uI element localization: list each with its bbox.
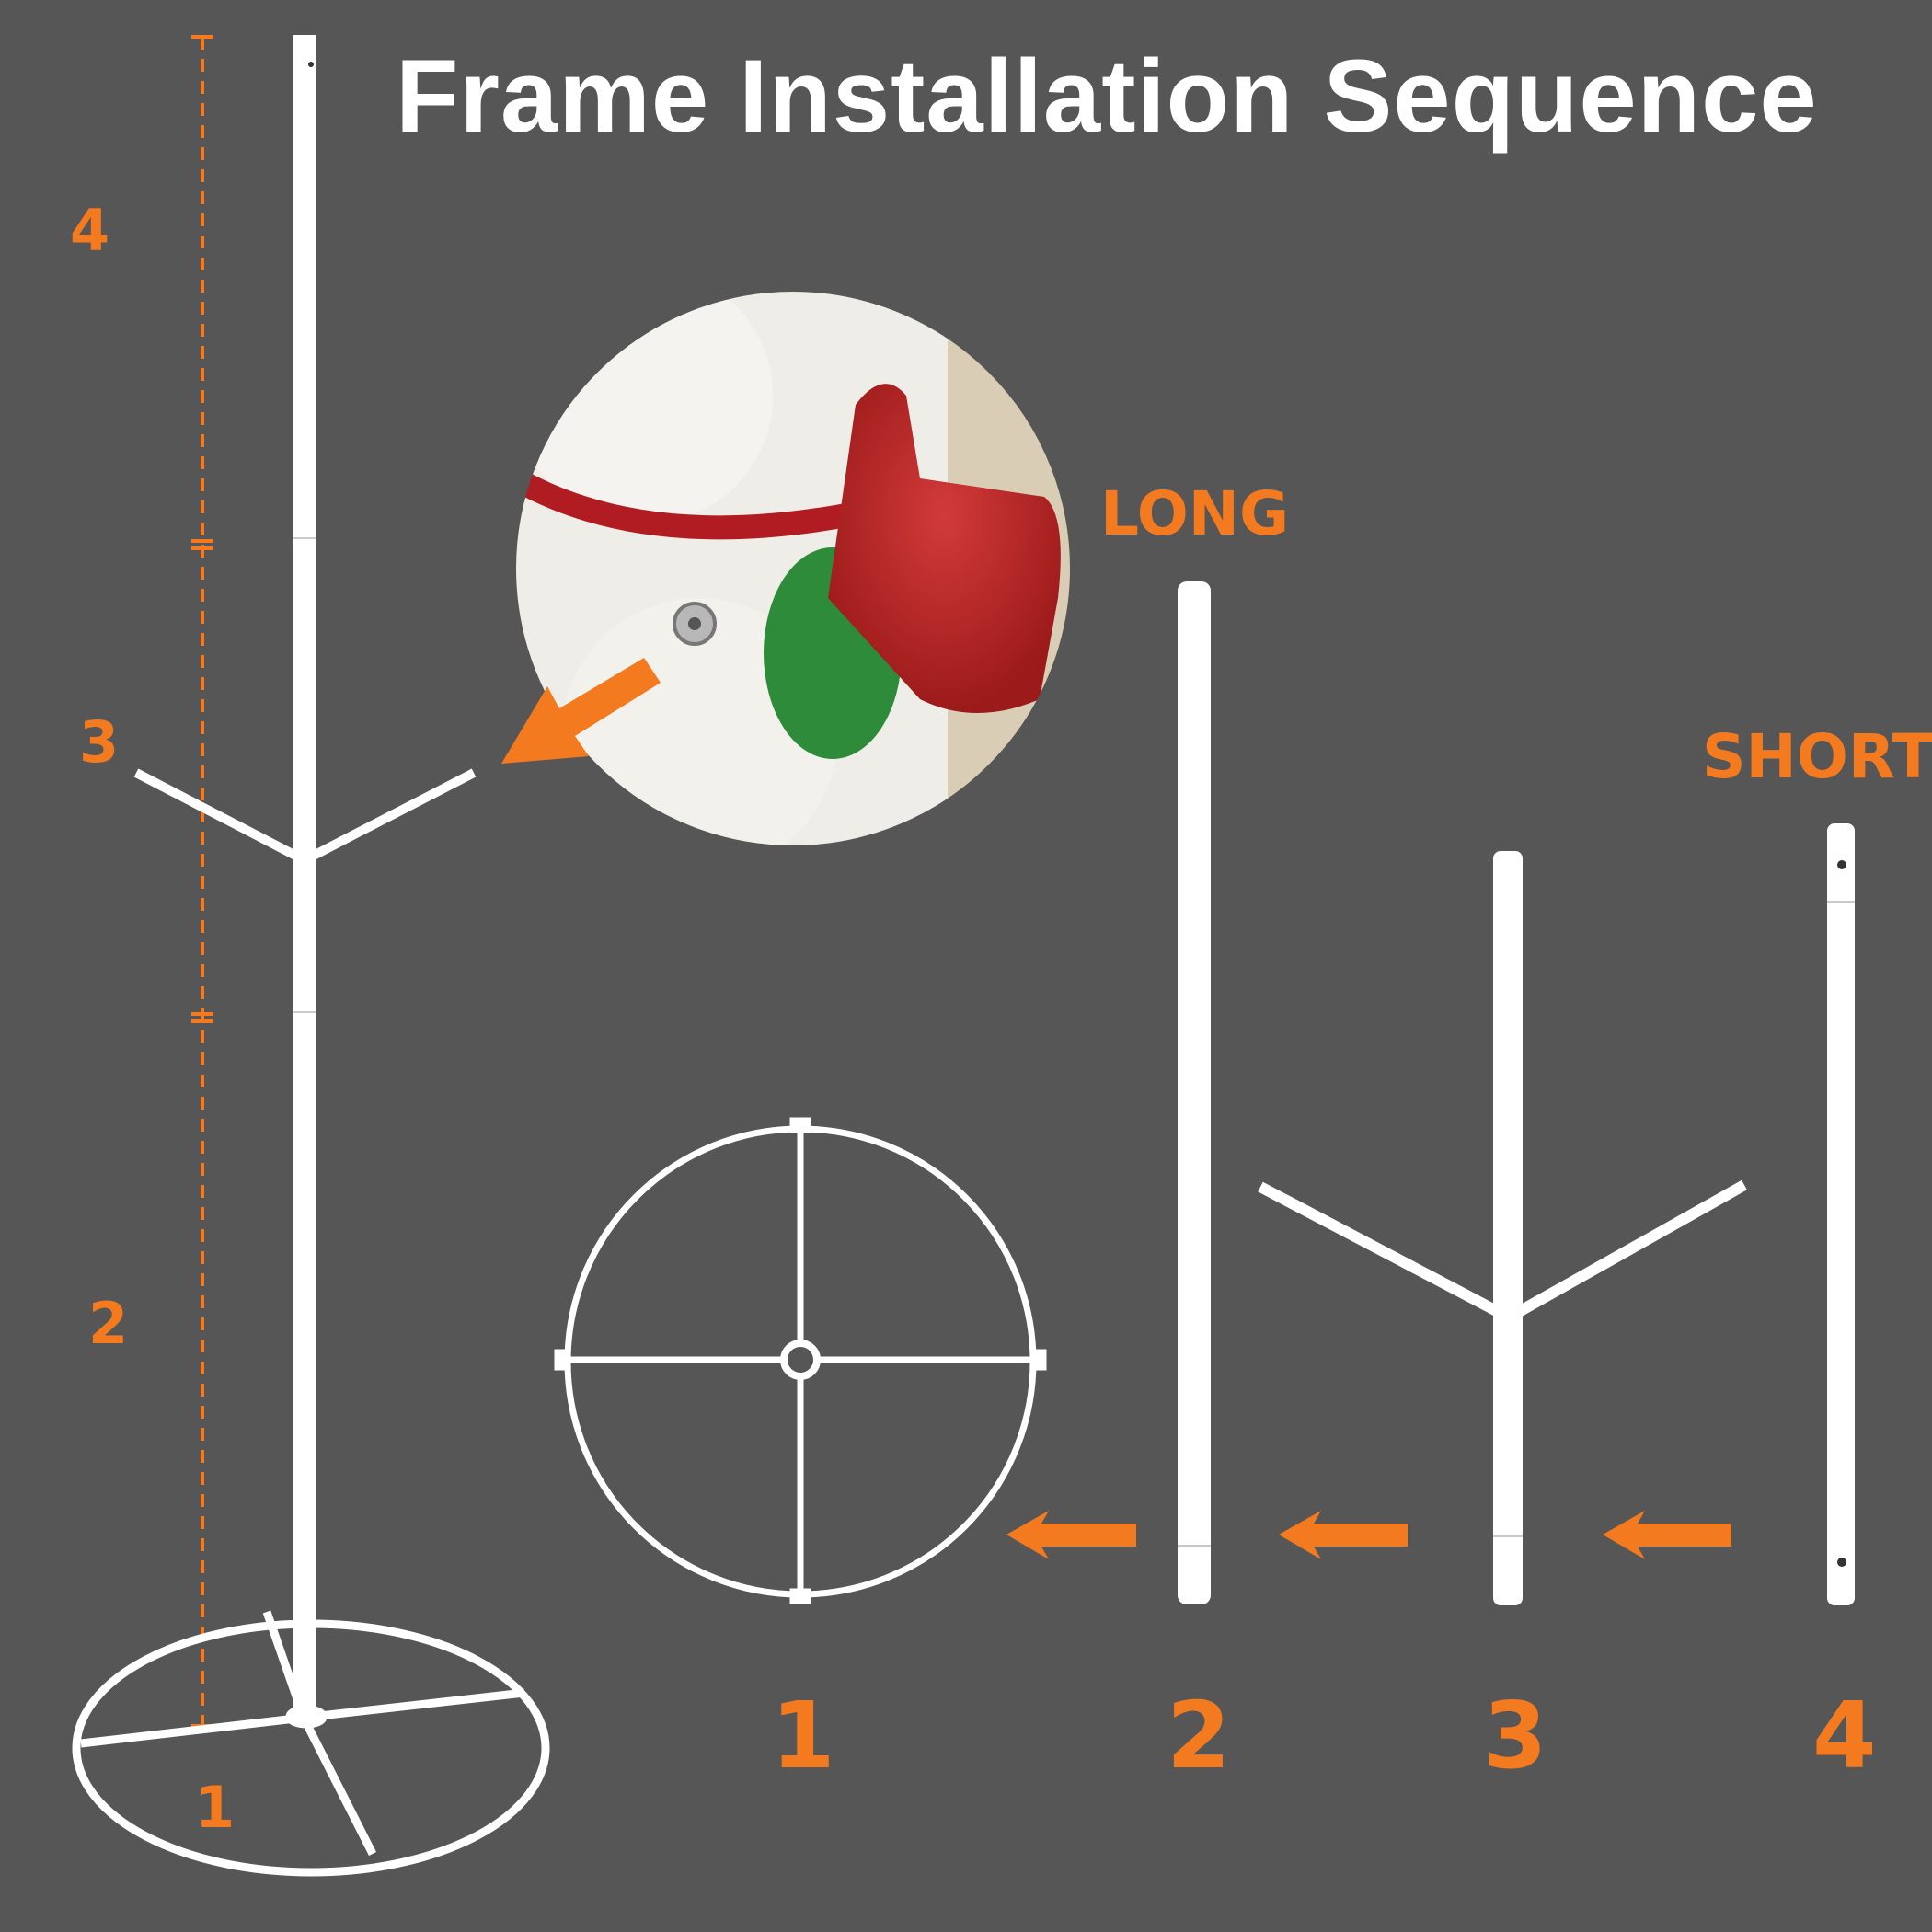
arrow-left-icon [1006, 1511, 1136, 1559]
segment-label-4: 4 [70, 197, 110, 264]
page-title: Frame Installation Sequence [396, 39, 1818, 154]
assembled-pole [133, 35, 477, 1720]
detail-photo [515, 291, 1071, 846]
arrow-left-icon [1603, 1511, 1731, 1559]
part-number-3: 3 [1483, 1682, 1547, 1789]
part-4-short-pole [1827, 823, 1855, 1605]
part-number-2: 2 [1167, 1682, 1231, 1789]
part-2-long-pole [1178, 581, 1211, 1604]
part-3-arm-pole [1258, 851, 1747, 1605]
segment-label-3: 3 [79, 708, 120, 776]
part-number-1: 1 [771, 1682, 835, 1789]
segment-label-1: 1 [195, 1774, 236, 1841]
detail-photo-border [514, 290, 1072, 847]
arrow-left-icon [1279, 1511, 1408, 1559]
segment-label-2: 2 [88, 1290, 129, 1357]
part-1-base-ring [554, 1117, 1047, 1604]
part-number-4: 4 [1812, 1682, 1877, 1789]
measurement-line [191, 35, 213, 1728]
arrow-down-left-icon [501, 658, 661, 764]
short-label: SHORT [1702, 721, 1932, 792]
long-label: LONG [1100, 478, 1290, 549]
assembled-frame [72, 35, 550, 1877]
